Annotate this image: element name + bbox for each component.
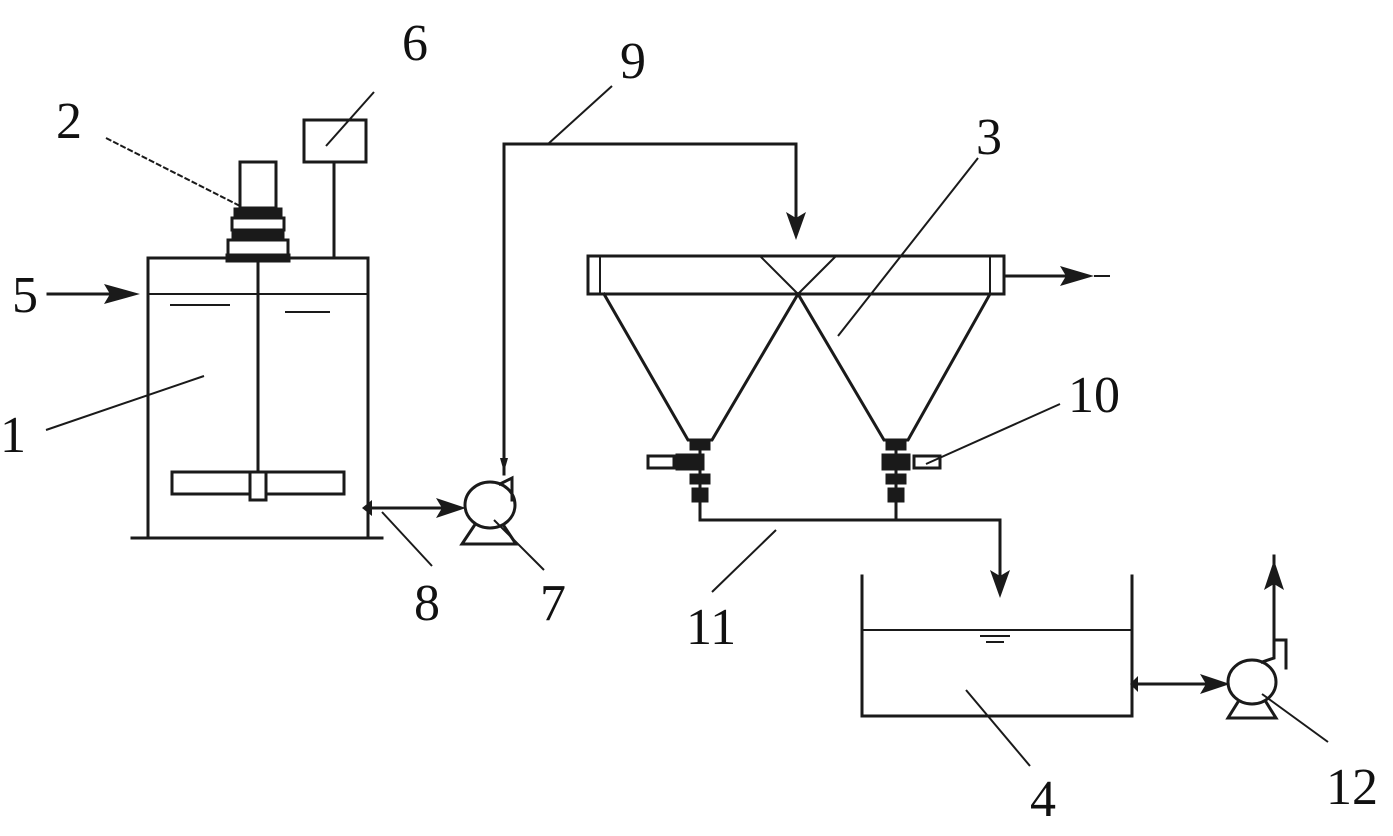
label-5: 5	[12, 267, 38, 324]
sludge-tank	[860, 574, 1134, 718]
label-4: 4	[1030, 771, 1056, 828]
discharge-pump	[1225, 554, 1288, 720]
label-10: 10	[1068, 367, 1120, 424]
label-1: 1	[0, 407, 26, 464]
label-6: 6	[402, 15, 428, 72]
label-12: 12	[1326, 759, 1378, 816]
dosing-controller	[302, 118, 368, 260]
label-2: 2	[56, 93, 82, 150]
label-11: 11	[686, 599, 736, 656]
sludge-valve-left	[646, 439, 711, 522]
label-7: 7	[540, 575, 566, 632]
label-3: 3	[976, 109, 1002, 166]
sludge-pipe	[698, 518, 1010, 598]
sludge-valve-right	[881, 439, 942, 522]
settling-tank	[586, 254, 1006, 442]
tank-outlet-pipe	[362, 498, 466, 518]
transfer-pipe	[500, 142, 806, 476]
discharge-pipe	[1130, 674, 1230, 694]
stirrer	[170, 260, 346, 502]
stirrer-motor	[225, 160, 291, 263]
label-8: 8	[414, 575, 440, 632]
label-9: 9	[620, 33, 646, 90]
feed-pump	[459, 475, 519, 546]
leader-lines	[45, 85, 1329, 767]
callout-labels: 1 2 3 4 5 6 7 8 9 10 11 12	[0, 15, 1378, 828]
overflow-outlet	[1002, 266, 1110, 286]
inlet-pipe	[46, 284, 140, 304]
